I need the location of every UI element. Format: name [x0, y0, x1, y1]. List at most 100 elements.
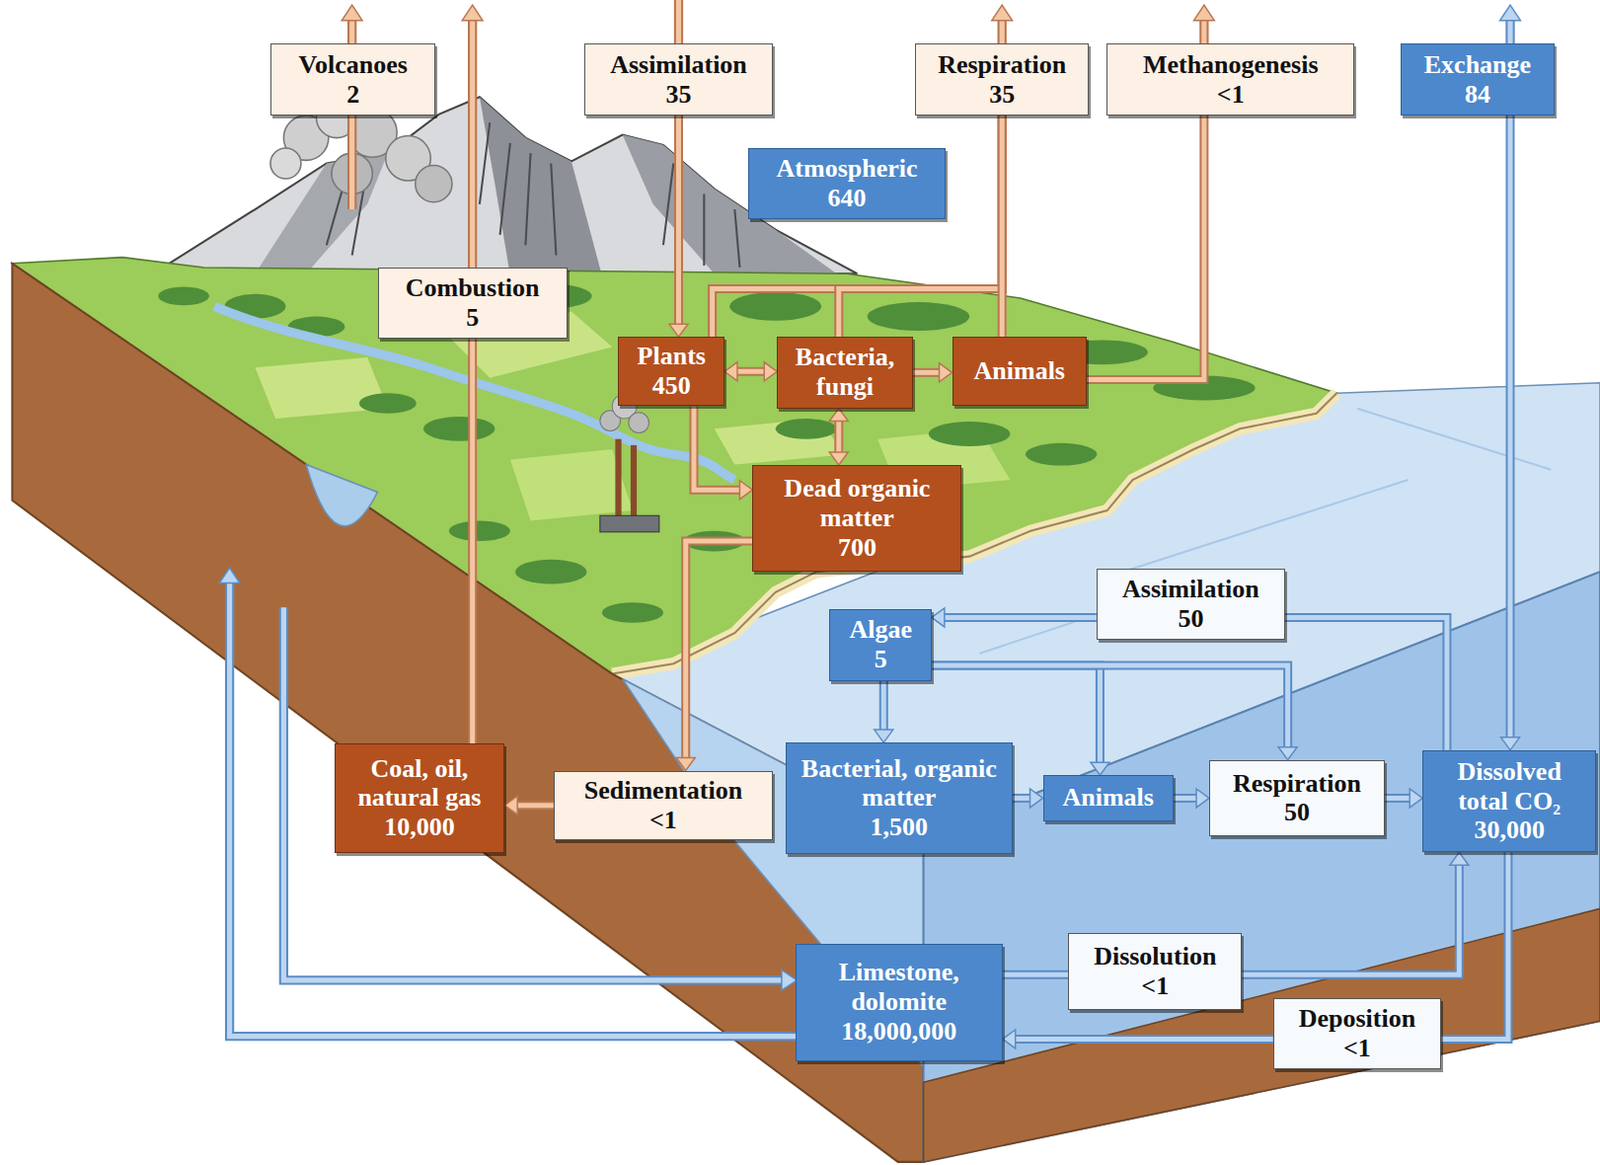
mountains [479, 96, 603, 276]
arrow-body [836, 419, 841, 455]
arrow-outline [735, 367, 766, 377]
box-value: 2 [279, 79, 427, 110]
arrow-head [939, 363, 953, 382]
forest [1025, 443, 1097, 466]
arrow-body [735, 369, 766, 375]
arrow-head [1278, 747, 1297, 761]
flow-arrow [913, 363, 953, 382]
arrow-body [1002, 972, 1069, 978]
box-label: Dissolved total CO₂ [1431, 757, 1588, 817]
flow-arrow [504, 795, 554, 815]
carbon-pool-box: Coal, oil, natural gas10,000 [334, 743, 506, 853]
arrow-outline [712, 115, 1003, 337]
arrow-body [693, 405, 742, 490]
flux-arrow [283, 607, 783, 980]
arrow-head [763, 362, 777, 381]
flow-arrow [1002, 974, 1069, 976]
flux-box: Dissolution<1 [1067, 932, 1242, 1010]
flow-arrow [931, 608, 1097, 627]
arrow-body [931, 665, 1289, 750]
flow-arrow [724, 362, 777, 381]
power-plant [628, 412, 650, 434]
forest [515, 559, 587, 585]
box-label: Respiration [1218, 768, 1376, 799]
flux-arrow [1500, 4, 1522, 21]
flow-arrow [471, 338, 473, 744]
arrow-head [1449, 851, 1469, 865]
box-label: Animals [1052, 782, 1165, 813]
arrow-outline [515, 800, 554, 810]
box-value: 700 [761, 533, 953, 563]
flux-box: Combustion5 [378, 267, 568, 339]
arrow-outline [1013, 1034, 1274, 1044]
arrow-head [1090, 761, 1110, 775]
flux-arrow [283, 607, 783, 980]
box-value: 1,500 [794, 812, 1004, 842]
carbon-pool-box: Animals [952, 336, 1087, 406]
arrow-head [829, 452, 848, 465]
arrow-outline [1506, 115, 1516, 740]
box-label: Methanogenesis [1115, 50, 1346, 80]
arrow-body [469, 338, 475, 744]
arrow-outline [1002, 970, 1069, 980]
carbon-pool-box: Bacterial, organic matter1,500 [785, 742, 1013, 854]
arrow-outline [834, 419, 843, 455]
block-left-face [11, 263, 923, 1162]
carbon-pool-box: Plants450 [617, 336, 725, 406]
arrow-head [1030, 788, 1044, 808]
flux-box: Assimilation35 [584, 43, 773, 115]
box-value: 35 [593, 79, 764, 110]
box-label: Algae [838, 614, 922, 645]
flux-arrow [219, 567, 240, 584]
box-label: Plants [626, 341, 716, 372]
arrow-outline [913, 368, 942, 378]
fields [510, 449, 633, 521]
box-label: Coal, oil, natural gas [343, 754, 497, 814]
box-value: 450 [626, 371, 716, 401]
box-label: Atmospheric [757, 153, 937, 184]
arrow-body [1173, 795, 1199, 801]
power-plant [600, 515, 660, 533]
flux-arrow [467, 19, 477, 307]
flow-arrow [1384, 788, 1423, 808]
forest [867, 302, 970, 331]
forest [775, 418, 838, 440]
arrow-outline [674, 115, 684, 326]
flux-box: Volcanoes2 [270, 43, 436, 115]
arrow-body [999, 115, 1005, 337]
carbon-pool-box: Bacteria, fungi [776, 336, 913, 408]
flux-box: Sedimentation<1 [553, 770, 773, 840]
forest [359, 392, 417, 414]
arrow-outline [1384, 793, 1412, 803]
coast [611, 392, 1337, 674]
flow-arrow [1012, 788, 1044, 808]
box-label: Dissolution [1076, 941, 1233, 972]
arrow-outline [1241, 862, 1459, 975]
forest [423, 416, 495, 442]
flux-arrow [1194, 4, 1216, 21]
arrow-outline [685, 540, 754, 761]
block-left-face [11, 263, 923, 1162]
forest [449, 520, 511, 541]
flow-arrow [1241, 851, 1469, 975]
flux-arrow [219, 0, 1521, 1037]
arrow-outline [693, 405, 742, 490]
flux-arrow [229, 581, 868, 1036]
arrow-outline [931, 665, 1289, 750]
box-label: Dead organic matter [761, 473, 953, 534]
arrow-head [1002, 1029, 1016, 1049]
flow-arrow [1441, 851, 1509, 1039]
arrow-outline [1441, 851, 1509, 1039]
box-label: Volcanoes [279, 50, 427, 80]
box-value: <1 [562, 805, 764, 836]
flow-arrow [1002, 1029, 1274, 1049]
box-label: Sedimentation [562, 775, 764, 806]
arrow-body [515, 802, 554, 808]
arrow-outline [1012, 793, 1033, 803]
box-label: Deposition [1282, 1003, 1434, 1034]
arrow-body [1508, 115, 1514, 740]
flow-arrow [712, 115, 1003, 337]
arrow-body [913, 370, 942, 376]
box-value: 5 [838, 644, 922, 675]
arrow-outline [942, 612, 1097, 622]
